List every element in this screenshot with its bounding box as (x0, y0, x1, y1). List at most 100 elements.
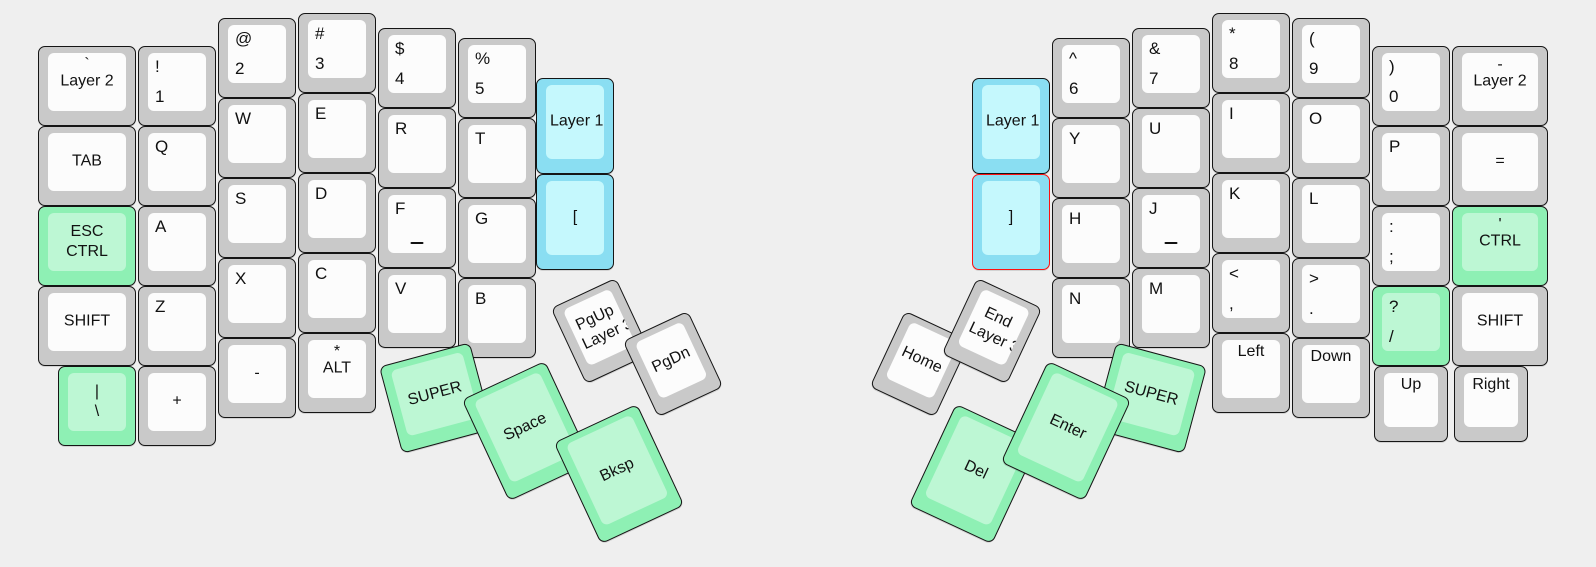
key-r-left[interactable]: Left (1212, 333, 1290, 413)
key-r-comma[interactable]: <, (1212, 253, 1290, 333)
key-l-layer2[interactable]: `Layer 2 (38, 46, 136, 126)
key-l-2[interactable]: @2 (218, 18, 296, 98)
key-r-layer2[interactable]: -Layer 2 (1452, 46, 1548, 126)
key-r-i[interactable]: I (1212, 93, 1290, 173)
keycap-face: &7 (1142, 35, 1200, 93)
key-l-f[interactable]: F (378, 188, 456, 268)
key-alt-legend: - (254, 364, 260, 382)
key-r-layer1[interactable]: Layer 1 (972, 78, 1050, 174)
key-base-legend: X (235, 269, 247, 288)
key-r-up[interactable]: Up (1374, 366, 1448, 442)
key-base-legend: C (315, 264, 328, 283)
key-l-c[interactable]: C (298, 253, 376, 333)
key-r-8[interactable]: *8 (1212, 13, 1290, 93)
key-base-legend: Layer 1 (986, 112, 1040, 130)
key-l-plus[interactable]: + (138, 366, 216, 446)
key-r-ctrl[interactable]: 'CTRL (1452, 206, 1548, 286)
key-r-p[interactable]: P (1372, 126, 1450, 206)
key-base-legend: Left (1237, 343, 1265, 360)
key-l-z[interactable]: Z (138, 286, 216, 366)
keycap-face: S (228, 185, 286, 243)
keycap-face: B (468, 285, 526, 343)
key-r-right[interactable]: Right (1454, 366, 1528, 442)
key-r-m[interactable]: M (1132, 268, 1210, 348)
key-l-t[interactable]: T (458, 118, 536, 198)
key-base-legend: Bksp (597, 454, 637, 486)
key-r-semi[interactable]: :; (1372, 206, 1450, 286)
key-r-k[interactable]: K (1212, 173, 1290, 253)
key-l-4[interactable]: $4 (378, 28, 456, 108)
keycap-face: SHIFT (48, 293, 126, 351)
key-l-1[interactable]: !1 (138, 46, 216, 126)
key-base-legend: | \ (94, 383, 100, 420)
key-base-legend: 1 (155, 87, 165, 107)
key-l-e[interactable]: E (298, 93, 376, 173)
key-l-q[interactable]: Q (138, 126, 216, 206)
key-alt-legend: + (172, 392, 182, 410)
keycap-face: %5 (468, 45, 526, 103)
key-r-slash[interactable]: ?/ (1372, 286, 1450, 366)
keycap-face: E (308, 100, 366, 158)
key-r-down[interactable]: Down (1292, 338, 1370, 418)
keycap-face: H (1062, 205, 1120, 263)
key-l-a[interactable]: A (138, 206, 216, 286)
key-shift-legend: ! (155, 57, 160, 76)
key-r-9[interactable]: (9 (1292, 18, 1370, 98)
key-r-o[interactable]: O (1292, 98, 1370, 178)
key-r-h[interactable]: H (1052, 198, 1130, 278)
key-base-legend: PgUp Layer 3 (573, 301, 636, 353)
keycap-face: R (388, 115, 446, 173)
key-r-shift[interactable]: SHIFT (1452, 286, 1548, 366)
key-r-rbrack[interactable]: ] (972, 174, 1050, 270)
key-l-b[interactable]: B (458, 278, 536, 358)
key-l-v[interactable]: V (378, 268, 456, 348)
key-l-tab[interactable]: TAB (38, 126, 136, 206)
key-l-5[interactable]: %5 (458, 38, 536, 118)
key-l-g[interactable]: G (458, 198, 536, 278)
key-r-l[interactable]: L (1292, 178, 1370, 258)
key-r-0[interactable]: )0 (1372, 46, 1450, 126)
keycap-face: Right (1464, 373, 1518, 427)
keycap-face: Home (885, 321, 959, 400)
key-l-3[interactable]: #3 (298, 13, 376, 93)
keycap-face: I (1222, 100, 1280, 158)
key-r-u[interactable]: U (1132, 108, 1210, 188)
key-l-s[interactable]: S (218, 178, 296, 258)
key-r-dot[interactable]: >. (1292, 258, 1370, 338)
key-r-7[interactable]: &7 (1132, 28, 1210, 108)
key-base-legend: Layer 2 (1473, 72, 1527, 90)
keycap-face: ] (982, 181, 1040, 255)
key-l-esc[interactable]: ESC CTRL (38, 206, 136, 286)
keycap-face: $4 (388, 35, 446, 93)
key-shift-legend: ^ (1069, 49, 1077, 68)
key-l-d[interactable]: D (298, 173, 376, 253)
key-r-y[interactable]: Y (1052, 118, 1130, 198)
key-l-alt[interactable]: *ALT (298, 333, 376, 413)
key-l-r[interactable]: R (378, 108, 456, 188)
key-l-pipe[interactable]: | \ (58, 366, 136, 446)
key-l-w[interactable]: W (218, 98, 296, 178)
key-r-n[interactable]: N (1052, 278, 1130, 358)
key-l-layer1[interactable]: Layer 1 (536, 78, 614, 174)
key-l-shift[interactable]: SHIFT (38, 286, 136, 366)
key-base-legend: SUPER (406, 378, 464, 409)
keycap-face: O (1302, 105, 1360, 163)
key-base-legend: PgDn (649, 343, 693, 377)
key-base-legend: K (1229, 184, 1241, 203)
key-l-x[interactable]: X (218, 258, 296, 338)
key-base-legend: Right (1472, 376, 1510, 393)
keycap-face: L (1302, 185, 1360, 243)
key-r-6[interactable]: ^6 (1052, 38, 1130, 118)
key-base-legend: Home (898, 343, 945, 377)
keycap-face: W (228, 105, 286, 163)
keycap-face: C (308, 260, 366, 318)
key-shift-legend: : (1389, 217, 1394, 236)
key-l-lbrack[interactable]: [ (536, 174, 614, 270)
key-r-equal[interactable]: = (1452, 126, 1548, 206)
key-base-legend: F (395, 199, 406, 218)
key-l-minus[interactable]: - (218, 338, 296, 418)
keycap-face: Up (1384, 373, 1438, 427)
keycap-face: T (468, 125, 526, 183)
key-r-j[interactable]: J (1132, 188, 1210, 268)
keycap-face: <, (1222, 260, 1280, 318)
